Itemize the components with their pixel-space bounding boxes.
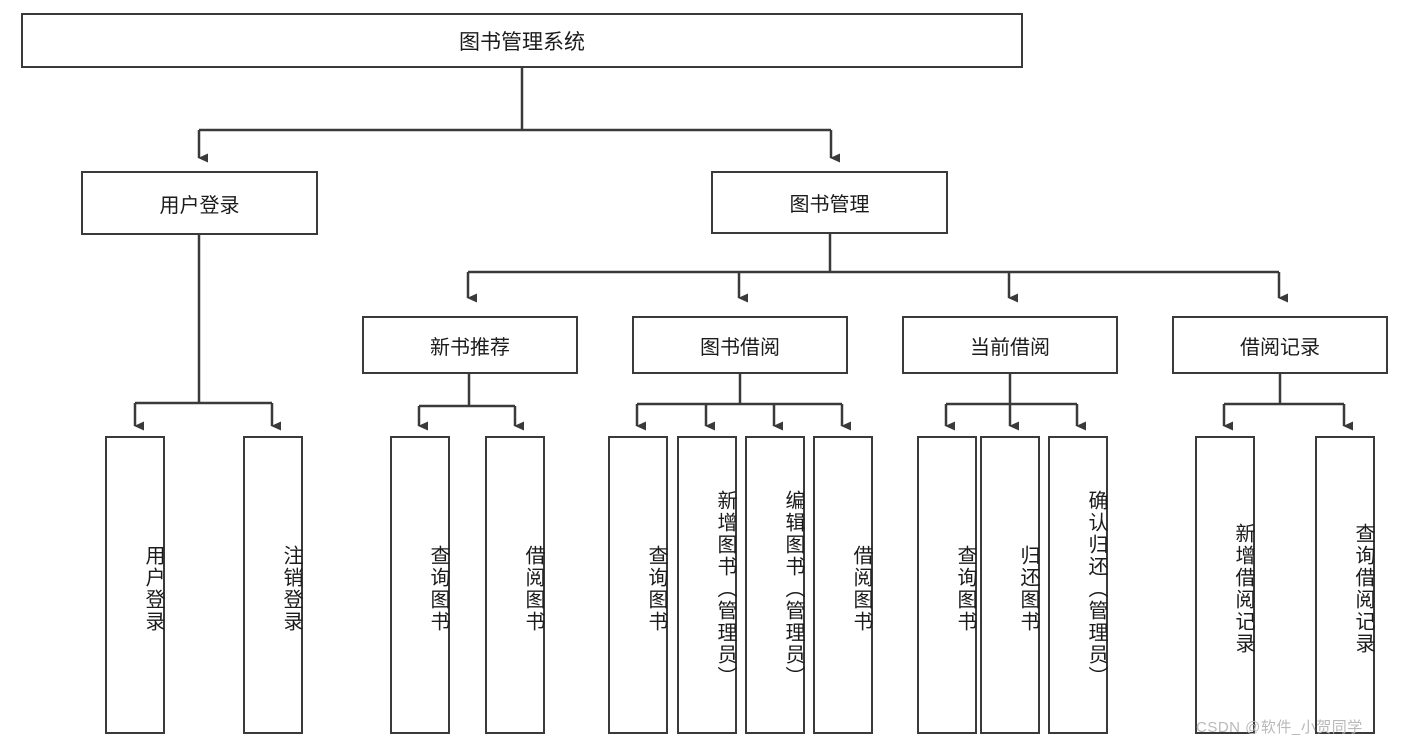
node-book-borrow-label: 图书借阅	[700, 336, 780, 359]
node-user-login[interactable]: 用户登录	[81, 171, 318, 235]
leaf-current-query-book[interactable]: 查询图书	[917, 436, 977, 734]
leaf-user-login-signout[interactable]: 注销登录	[243, 436, 303, 734]
node-new-book-recommend[interactable]: 新书推荐	[362, 316, 578, 374]
leaf-borrow-edit-book-admin[interactable]: 编辑图书（管理员）	[745, 436, 805, 734]
leaf-record-query[interactable]: 查询借阅记录	[1315, 436, 1375, 734]
node-borrow-record[interactable]: 借阅记录	[1172, 316, 1388, 374]
leaf-label: 新增借阅记录	[1232, 523, 1254, 655]
node-new-book-recommend-label: 新书推荐	[430, 336, 510, 359]
node-book-management[interactable]: 图书管理	[711, 171, 948, 234]
leaf-label: 借阅图书	[522, 545, 544, 633]
node-current-borrow-label: 当前借阅	[970, 336, 1050, 359]
node-current-borrow[interactable]: 当前借阅	[902, 316, 1118, 374]
leaf-label: 查询图书	[954, 545, 976, 633]
node-borrow-record-label: 借阅记录	[1240, 336, 1320, 359]
node-book-borrow[interactable]: 图书借阅	[632, 316, 848, 374]
csdn-watermark: CSDN @软件_小贺同学	[1196, 719, 1363, 736]
leaf-current-confirm-return-admin[interactable]: 确认归还（管理员）	[1048, 436, 1108, 734]
leaf-label: 归还图书	[1017, 545, 1039, 633]
leaf-current-return-book[interactable]: 归还图书	[980, 436, 1040, 734]
leaf-label: 借阅图书	[850, 545, 872, 633]
leaf-label: 确认归还（管理员）	[1085, 490, 1107, 688]
leaf-borrow-borrow-book[interactable]: 借阅图书	[813, 436, 873, 734]
leaf-borrow-query-book[interactable]: 查询图书	[608, 436, 668, 734]
leaf-label: 用户登录	[142, 545, 164, 633]
leaf-label: 新增图书（管理员）	[714, 490, 736, 688]
leaf-user-login-signin[interactable]: 用户登录	[105, 436, 165, 734]
leaf-label: 注销登录	[280, 545, 302, 633]
leaf-borrow-add-book-admin[interactable]: 新增图书（管理员）	[677, 436, 737, 734]
node-book-management-label: 图书管理	[789, 194, 870, 216]
leaf-label: 查询图书	[427, 545, 449, 633]
node-root-label: 图书管理系统	[459, 30, 585, 54]
leaf-label: 编辑图书（管理员）	[782, 490, 804, 688]
node-root-system[interactable]: 图书管理系统	[21, 13, 1023, 68]
node-user-login-label: 用户登录	[159, 194, 240, 217]
leaf-record-add[interactable]: 新增借阅记录	[1195, 436, 1255, 734]
leaf-label: 查询借阅记录	[1352, 523, 1374, 655]
leaf-new-book-borrow[interactable]: 借阅图书	[485, 436, 545, 734]
leaf-label: 查询图书	[645, 545, 667, 633]
leaf-new-book-query[interactable]: 查询图书	[390, 436, 450, 734]
